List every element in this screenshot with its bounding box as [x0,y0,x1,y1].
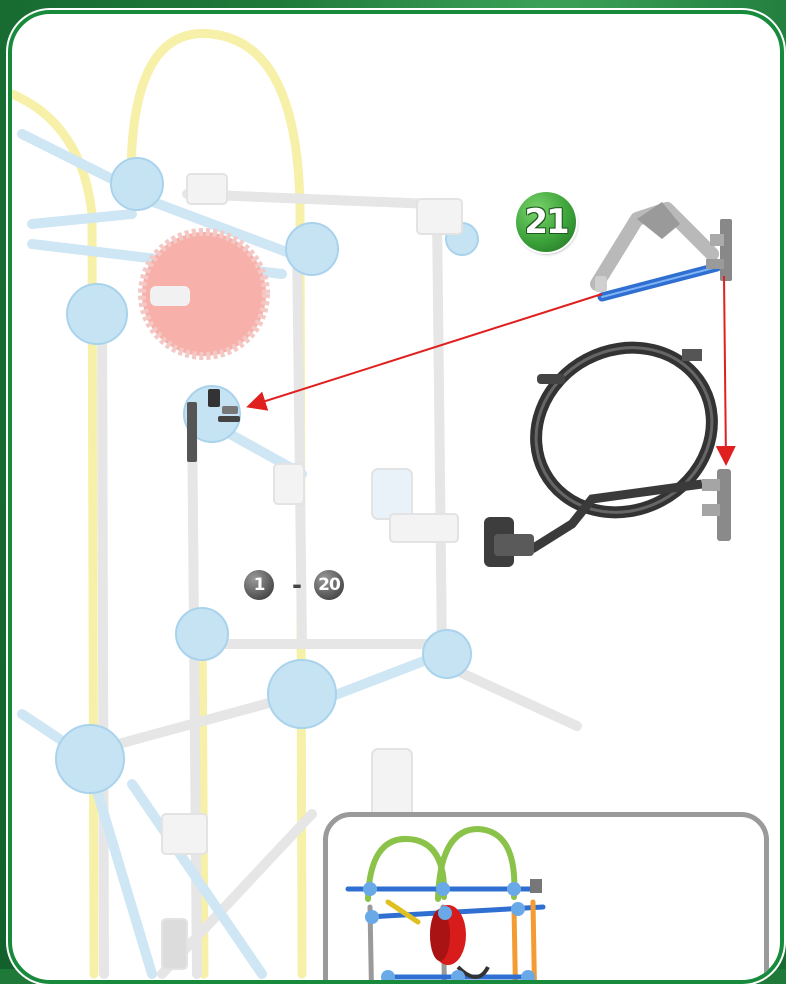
step-number: 21 [524,202,569,242]
grey-rods-ghost [77,189,582,979]
hoop-icon [484,341,731,567]
range-end-badge: 20 [314,570,344,600]
model-preview-icon [345,825,546,980]
attached-connector [187,389,240,462]
instruction-panel: 21 1 - 20 [8,10,784,984]
bracket-arm-icon [590,202,732,302]
arrow-to-hoop [715,275,736,466]
step-number-badge: 21 [516,192,576,252]
arrow-to-model [246,293,603,411]
range-separator: - [292,571,302,599]
model-preview-frame [323,812,769,980]
connectors-ghost [55,157,479,794]
range-start-badge: 1 [244,570,274,600]
assembly-diagram [12,29,736,979]
wheel-ghost [138,228,270,360]
guide-arrows [246,275,736,466]
